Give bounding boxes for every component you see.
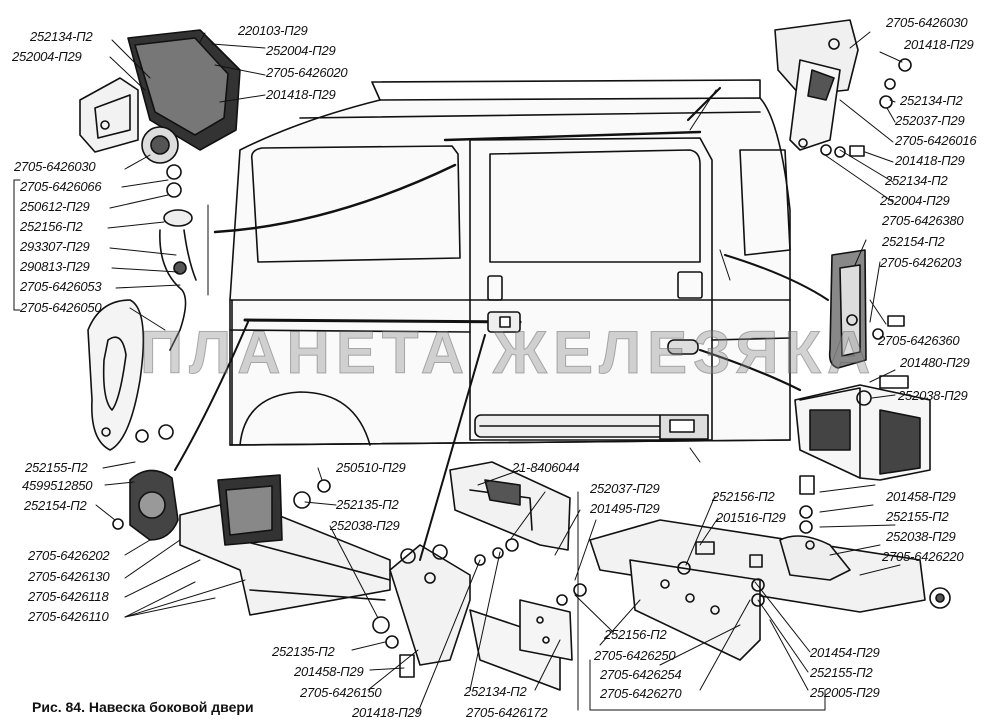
label-250510-p29: 250510-П29 <box>336 460 406 475</box>
label-4599512850: 4599512850 <box>22 478 93 493</box>
label-201418-p29: 201418-П29 <box>352 705 422 720</box>
leader-lines <box>13 31 903 713</box>
label-252155-p2: 252155-П2 <box>25 460 88 475</box>
label-201516-p29: 201516-П29 <box>716 510 786 525</box>
label-201418-p29: 201418-П29 <box>266 87 336 102</box>
label-2705-6426172: 2705-6426172 <box>466 705 548 720</box>
van-body <box>229 79 791 446</box>
lower-right-bracket <box>556 475 951 661</box>
label-2705-6426254: 2705-6426254 <box>600 667 682 682</box>
label-2705-6426203: 2705-6426203 <box>880 255 962 270</box>
label-21-8406044: 21-8406044 <box>512 460 580 475</box>
label-201458-p29: 201458-П29 <box>294 664 364 679</box>
label-2705-6426050: 2705-6426050 <box>20 300 102 315</box>
label-252004-p29: 252004-П29 <box>266 43 336 58</box>
left-lower-roller <box>112 469 179 541</box>
label-252038-p29: 252038-П29 <box>886 529 956 544</box>
label-2705-6426220: 2705-6426220 <box>882 549 964 564</box>
label-2705-6426053: 2705-6426053 <box>20 279 102 294</box>
label-252155-p2: 252155-П2 <box>886 509 949 524</box>
label-252135-p2: 252135-П2 <box>272 644 335 659</box>
label-2705-6426130: 2705-6426130 <box>28 569 110 584</box>
label-2705-6426250: 2705-6426250 <box>594 648 676 663</box>
figure-caption: Рис. 84. Навеска боковой двери <box>32 699 254 715</box>
watermark: ПЛАНЕТА ЖЕЛЕЗЯКА <box>139 319 877 387</box>
label-2705-6426202: 2705-6426202 <box>28 548 110 563</box>
lock-bracket <box>449 461 571 551</box>
label-252005-p29: 252005-П29 <box>810 685 880 700</box>
label-201418-p29: 201418-П29 <box>904 37 974 52</box>
label-220103-p29: 220103-П29 <box>238 23 308 38</box>
right-roller <box>828 249 905 369</box>
label-252135-p2: 252135-П2 <box>336 497 399 512</box>
label-252134-p2: 252134-П2 <box>464 684 527 699</box>
label-201458-p29: 201458-П29 <box>886 489 956 504</box>
label-2705-6426066: 2705-6426066 <box>20 179 102 194</box>
label-2705-6426150: 2705-6426150 <box>300 685 382 700</box>
label-252134-p2: 252134-П2 <box>900 93 963 108</box>
label-252037-p29: 252037-П29 <box>895 113 965 128</box>
right-lower-bracket <box>794 375 931 481</box>
label-252134-p2: 252134-П2 <box>30 29 93 44</box>
door-window <box>489 149 701 263</box>
label-2705-6426270: 2705-6426270 <box>600 686 682 701</box>
label-201418-p29: 201418-П29 <box>895 153 965 168</box>
label-201480-p29: 201480-П29 <box>900 355 970 370</box>
label-252156-p2: 252156-П2 <box>604 627 667 642</box>
label-252004-p29: 252004-П29 <box>880 193 950 208</box>
label-2705-6426016: 2705-6426016 <box>895 133 977 148</box>
label-252134-p2: 252134-П2 <box>885 173 948 188</box>
center-hinge <box>389 538 573 691</box>
label-252156-p2: 252156-П2 <box>20 219 83 234</box>
label-201454-p29: 201454-П29 <box>810 645 880 660</box>
label-250612-p29: 250612-П29 <box>20 199 90 214</box>
label-252038-p29: 252038-П29 <box>898 388 968 403</box>
label-252037-p29: 252037-П29 <box>590 481 660 496</box>
label-252038-p29: 252038-П29 <box>330 518 400 533</box>
label-2705-6426030: 2705-6426030 <box>886 15 968 30</box>
label-2705-6426360: 2705-6426360 <box>878 333 960 348</box>
label-2705-6426020: 2705-6426020 <box>266 65 348 80</box>
label-252156-p2: 252156-П2 <box>712 489 775 504</box>
rear-window <box>250 145 461 263</box>
upper-left-hinge <box>79 29 241 451</box>
label-201495-p29: 201495-П29 <box>590 501 660 516</box>
label-2705-6426030: 2705-6426030 <box>14 159 96 174</box>
upper-right-bracket <box>774 19 912 158</box>
label-2705-6426110: 2705-6426110 <box>28 609 109 624</box>
label-293307-p29: 293307-П29 <box>20 239 90 254</box>
label-290813-p29: 290813-П29 <box>20 259 90 274</box>
label-252154-p2: 252154-П2 <box>882 234 945 249</box>
label-2705-6426118: 2705-6426118 <box>28 589 109 604</box>
label-252004-p29: 252004-П29 <box>12 49 82 64</box>
label-2705-6426380: 2705-6426380 <box>882 213 964 228</box>
lower-left-arm <box>179 474 415 678</box>
label-252155-p2: 252155-П2 <box>810 665 873 680</box>
label-252154-p2: 252154-П2 <box>24 498 87 513</box>
